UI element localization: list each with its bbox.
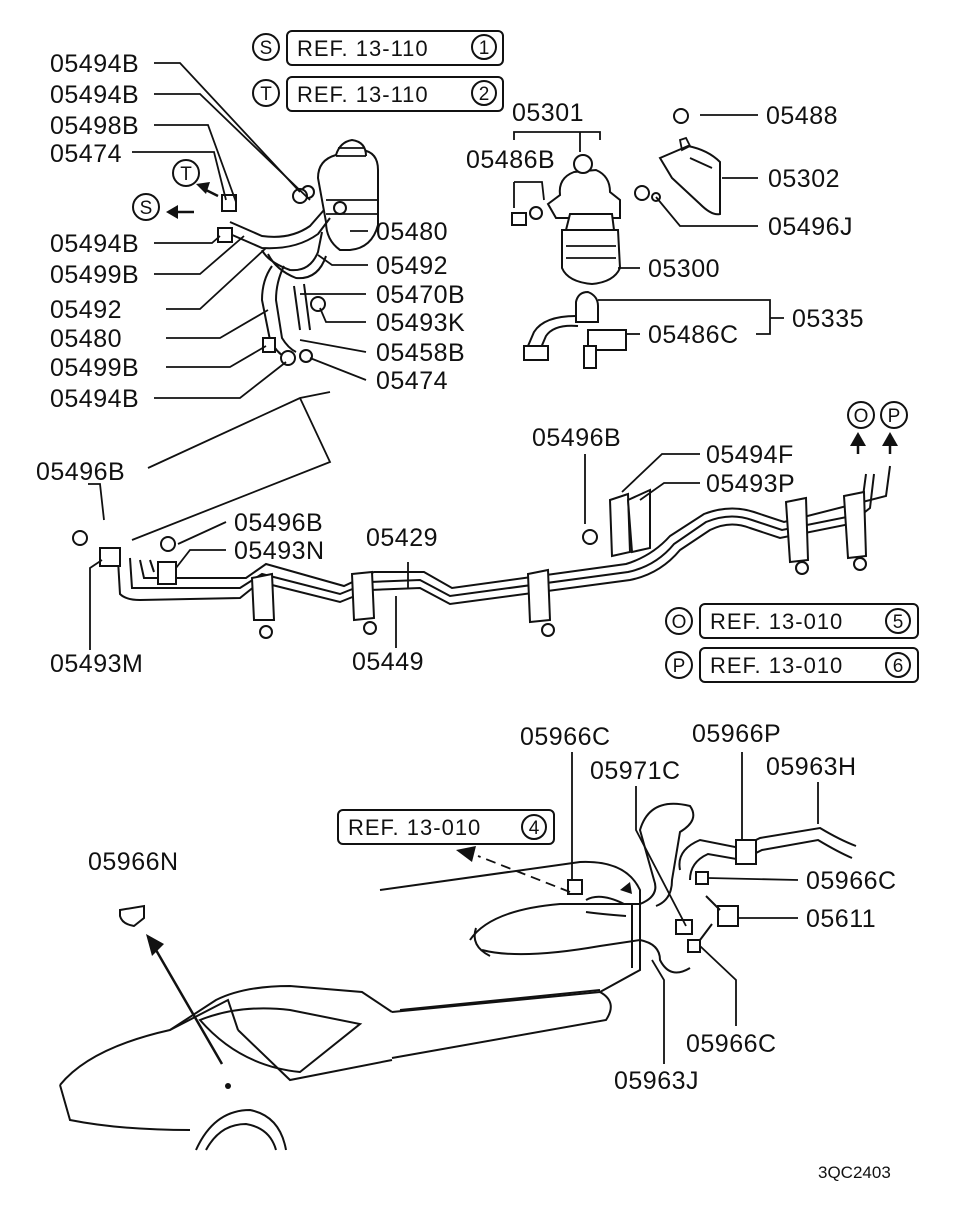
leaders-upper-left [132, 62, 368, 399]
part-label[interactable]: 05494B [50, 81, 139, 109]
part-label[interactable]: 05301 [512, 99, 584, 127]
ref-box-s[interactable]: S REF. 13-110 1 [252, 30, 504, 66]
part-label[interactable]: 05966C [686, 1030, 777, 1058]
part-label[interactable]: 05971C [590, 757, 681, 785]
part-label[interactable]: 05429 [366, 524, 438, 552]
ref-marker: T [260, 84, 272, 105]
part-label[interactable]: 05492 [50, 296, 122, 324]
ref-marker: P [673, 656, 686, 677]
svg-text:T: T [180, 164, 192, 185]
ref-number: 6 [893, 656, 904, 677]
marker-t-arrow: T [172, 159, 219, 198]
fuel-filter [511, 154, 661, 286]
part-label[interactable]: 05496J [768, 213, 853, 241]
part-label[interactable]: 05498B [50, 112, 139, 140]
part-label[interactable]: 05488 [766, 102, 838, 130]
part-label[interactable]: 05458B [376, 339, 465, 367]
part-label[interactable]: 05486C [648, 321, 739, 349]
part-label[interactable]: 05966P [692, 720, 781, 748]
ref-text: REF. 13-110 [297, 82, 429, 107]
part-label[interactable]: 05966N [88, 848, 179, 876]
svg-text:O: O [854, 406, 869, 427]
ref-box-o[interactable]: O REF. 13-010 5 [665, 603, 919, 639]
ref-text: REF. 13-010 [710, 609, 843, 634]
ref-text: REF. 13-010 [710, 653, 843, 678]
part-label[interactable]: 05493M [50, 650, 143, 678]
leaders-main-line [88, 391, 700, 650]
nozzle-05966n [119, 904, 231, 1089]
diagram-code: 3QC2403 [818, 1163, 891, 1182]
part-label[interactable]: 05302 [768, 165, 840, 193]
part-label[interactable]: 05499B [50, 261, 139, 289]
car-outline [59, 860, 641, 1151]
part-label[interactable]: 05963J [614, 1067, 699, 1095]
part-label[interactable]: 05470B [376, 281, 465, 309]
part-label[interactable]: 05494B [50, 230, 139, 258]
fuel-hoses-upper [217, 188, 331, 366]
part-label[interactable]: 05449 [352, 648, 424, 676]
part-label[interactable]: 05963H [766, 753, 857, 781]
part-label[interactable]: 05611 [806, 905, 876, 933]
ref-number: 5 [893, 612, 904, 633]
part-label[interactable]: 05486B [466, 146, 555, 174]
part-label[interactable]: 05493N [234, 537, 325, 565]
part-label[interactable]: 05966C [806, 867, 897, 895]
ref-number: 4 [529, 818, 540, 839]
ref-number: 1 [479, 38, 490, 59]
bracket-05302 [658, 108, 721, 216]
part-label[interactable]: 05496B [532, 424, 621, 452]
part-label[interactable]: 05474 [50, 140, 122, 168]
ref-box-p[interactable]: P REF. 13-010 6 [665, 647, 919, 683]
part-label[interactable]: 05480 [376, 218, 448, 246]
sensor-05335 [523, 290, 627, 369]
part-label[interactable]: 05496B [234, 509, 323, 537]
marker-o-p-arrows: O P [847, 401, 908, 454]
ref-marker: O [672, 612, 687, 633]
svg-text:S: S [140, 198, 153, 219]
ref-text: REF. 13-010 [348, 815, 481, 840]
ref-number: 2 [479, 84, 490, 105]
part-label[interactable]: 05494F [706, 441, 794, 469]
part-label[interactable]: 05335 [792, 305, 864, 333]
part-label[interactable]: 05494B [50, 50, 139, 78]
fuel-line-main [117, 465, 891, 606]
part-label[interactable]: 05480 [50, 325, 122, 353]
leaders-bottom [571, 752, 819, 1064]
part-label[interactable]: 05499B [50, 354, 139, 382]
part-label[interactable]: 05966C [520, 723, 611, 751]
leaders-upper-right [513, 114, 784, 335]
part-label[interactable]: 05474 [376, 367, 448, 395]
svg-text:P: P [888, 406, 901, 427]
ref-4-arrow [456, 846, 571, 893]
fuel-pump-assembly [301, 138, 379, 251]
clamps-main-line [72, 488, 868, 639]
part-label[interactable]: 05493K [376, 309, 465, 337]
part-label[interactable]: 05494B [50, 385, 139, 413]
part-label[interactable]: 05496B [36, 458, 125, 486]
part-label[interactable]: 05493P [706, 470, 795, 498]
ref-box-4[interactable]: REF. 13-010 4 [337, 809, 555, 845]
part-labels: 05494B 05494B 05498B 05474 05494B 05499B… [36, 50, 897, 1182]
ref-text: REF. 13-110 [297, 36, 429, 61]
part-label[interactable]: 05492 [376, 252, 448, 280]
ref-box-t[interactable]: T REF. 13-110 2 [252, 76, 504, 112]
ref-marker: S [260, 38, 273, 59]
marker-s-arrow: S [132, 193, 194, 221]
part-label[interactable]: 05300 [648, 255, 720, 283]
